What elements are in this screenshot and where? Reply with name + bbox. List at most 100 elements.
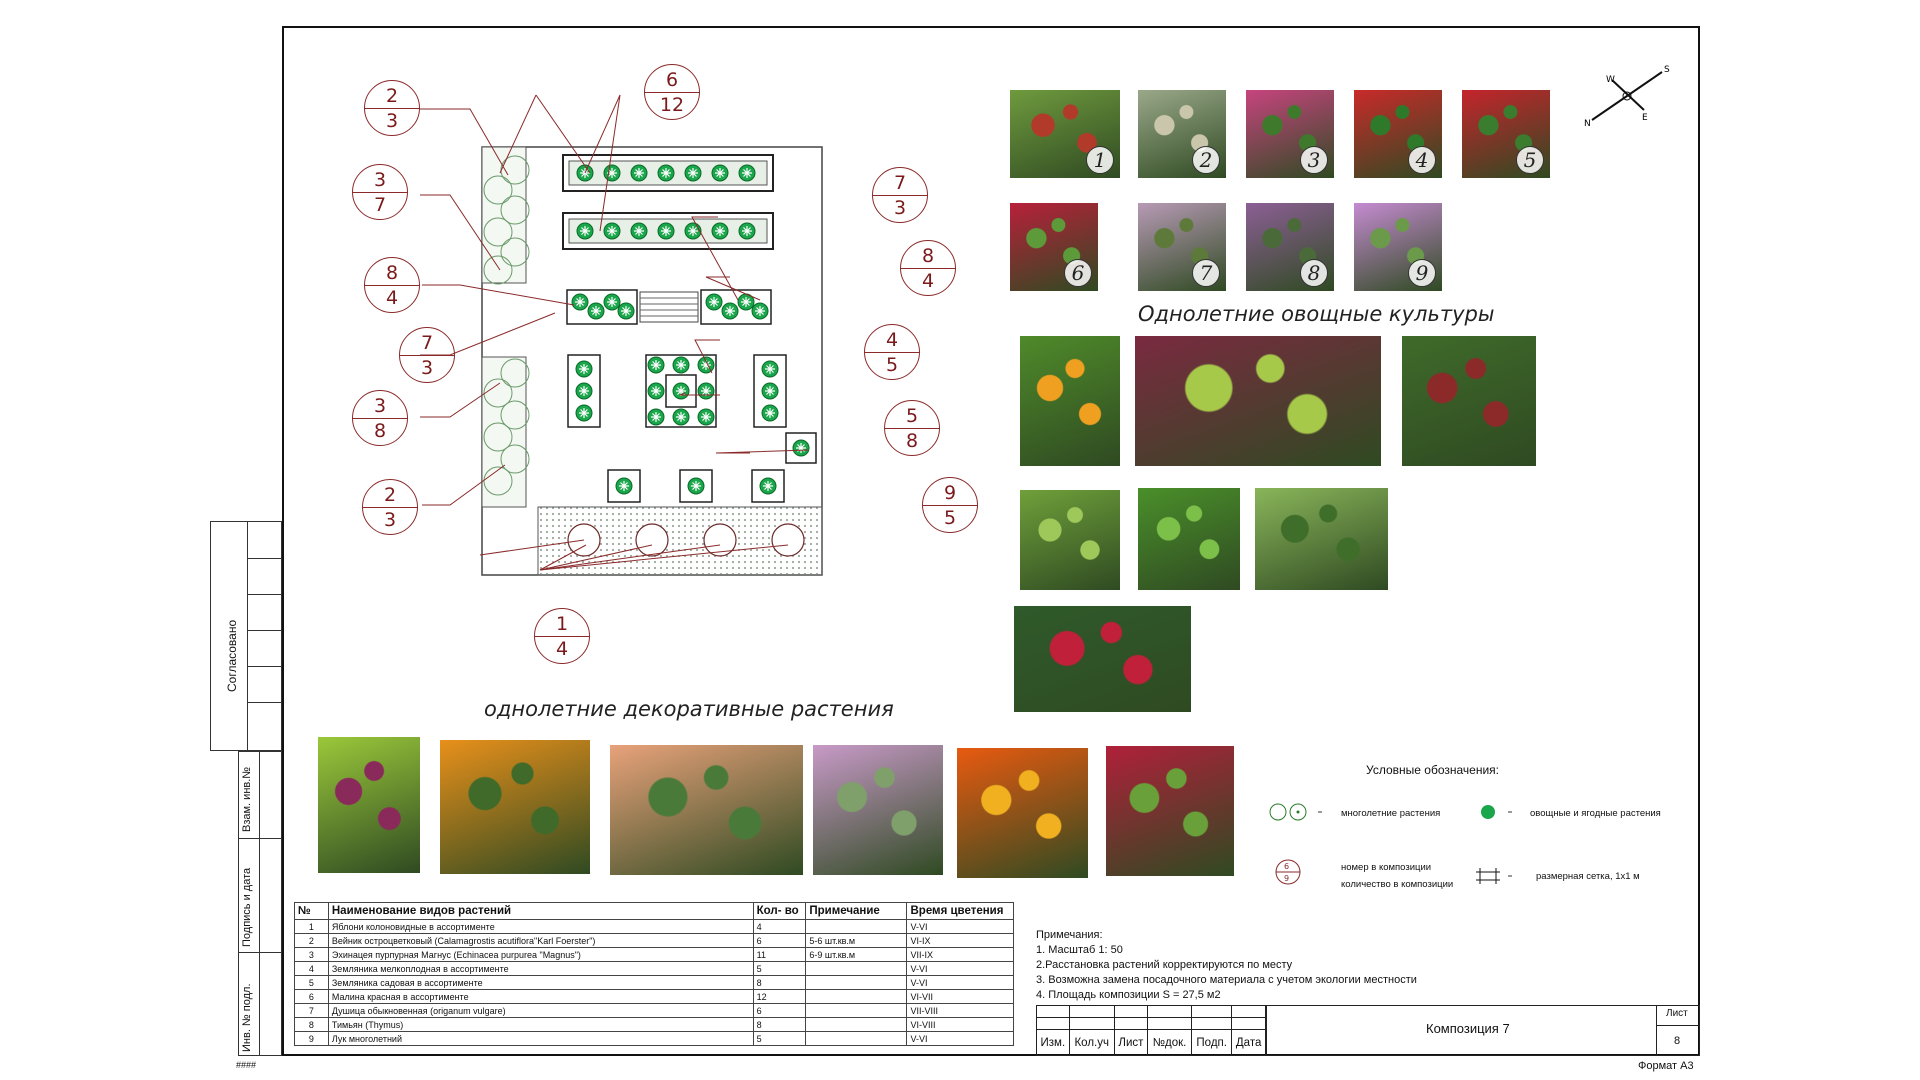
nasturtium-photo xyxy=(957,748,1088,878)
table-cell: Яблони колоновидные в ассортименте xyxy=(327,919,754,934)
stamp-column-label: Изм. xyxy=(1036,1029,1070,1056)
table-cell: 3 xyxy=(294,947,329,962)
perennial-symbol-icon xyxy=(1269,803,1322,821)
side-agreed-label: Согласовано xyxy=(225,619,239,692)
side-swap-label: Взам. инв.№ xyxy=(241,766,253,832)
compass-s: S xyxy=(1664,65,1670,75)
callout-count: 4 xyxy=(385,287,399,309)
ornamental-cabbage-photo xyxy=(813,745,943,875)
plant-photo: 7 xyxy=(1138,203,1226,291)
callout-count: 8 xyxy=(373,420,387,442)
plant-photo: 1 xyxy=(1010,90,1120,178)
callout-count: 3 xyxy=(893,197,907,219)
legend-title: Условные обозначения: xyxy=(1366,763,1499,777)
callout-number: 3 xyxy=(373,169,387,191)
callout-circle: 5 8 xyxy=(884,400,940,456)
compass-w: W xyxy=(1606,75,1615,85)
photo-number-label: 5 xyxy=(1516,146,1544,174)
table-cell: Душица обыкновенная (origanum vulgare) xyxy=(327,1003,754,1018)
table-header-cell: Время цветения xyxy=(906,902,1014,920)
coleus-pot-photo xyxy=(318,737,420,873)
photo-number-label: 9 xyxy=(1408,259,1436,287)
callout-count: 4 xyxy=(921,270,935,292)
table-cell: 4 xyxy=(752,919,807,934)
table-cell xyxy=(805,919,908,934)
table-header-cell: Наименование видов растений xyxy=(327,902,754,920)
callout-count: 5 xyxy=(943,507,957,529)
table-cell xyxy=(805,1003,908,1018)
table-cell: 5 xyxy=(752,1031,807,1046)
callout-number: 5 xyxy=(905,405,919,427)
table-cell: 2 xyxy=(294,933,329,948)
table-cell: 6 xyxy=(752,933,807,948)
callout-circle: 1 4 xyxy=(534,608,590,664)
callout-number: 7 xyxy=(893,172,907,194)
svg-text:6: 6 xyxy=(1284,862,1289,871)
table-cell: 6 xyxy=(294,989,329,1004)
garden-plan xyxy=(420,94,823,576)
callout-count: 4 xyxy=(555,638,569,660)
table-cell: VI-VII xyxy=(906,989,1014,1004)
table-cell: 7 xyxy=(294,1003,329,1018)
callout-circle: 2 3 xyxy=(364,80,420,136)
photo-number-label: 1 xyxy=(1086,146,1114,174)
note-line: 1. Масштаб 1: 50 xyxy=(1036,944,1123,956)
bench xyxy=(639,291,699,323)
table-cell: V-VI xyxy=(906,1031,1014,1046)
stamp-column-label: Дата xyxy=(1231,1029,1266,1056)
table-cell: Тимьян (Thymus) xyxy=(327,1017,754,1032)
perennial-strip-bottom xyxy=(481,356,527,508)
table-cell xyxy=(805,961,908,976)
basil-photo xyxy=(1020,490,1120,590)
table-cell: Вейник остроцветковый (Calamagrostis acu… xyxy=(327,933,754,948)
table-cell: 5 xyxy=(294,975,329,990)
parsley-photo xyxy=(1138,488,1240,590)
format-label: Формат А3 xyxy=(1638,1060,1694,1072)
table-cell: 8 xyxy=(752,975,807,990)
callout-number: 2 xyxy=(385,85,399,107)
sheet-number: 8 xyxy=(1674,1035,1681,1047)
table-cell: 9 xyxy=(294,1031,329,1046)
table-header-cell: Примечание xyxy=(805,902,908,920)
callout-count: 5 xyxy=(885,354,899,376)
vegetable-symbol-icon xyxy=(1481,805,1512,819)
table-cell: 6-9 шт.кв.м xyxy=(805,947,908,962)
plant-photo: 4 xyxy=(1354,90,1442,178)
table-cell: V-VI xyxy=(906,975,1014,990)
callout-number: 2 xyxy=(383,484,397,506)
legend-vegetable: овощные и ягодные растения xyxy=(1530,808,1661,819)
drawing-sheet xyxy=(210,8,1720,1078)
legend: Условные обозначения: многолетние растен… xyxy=(1266,758,1666,908)
hash-text: #### xyxy=(236,1060,257,1070)
callout-circle: 2 3 xyxy=(362,479,418,535)
composition-title: Композиция 7 xyxy=(1426,1021,1510,1036)
callout-count: 8 xyxy=(905,430,919,452)
side-inventory-block: Взам. инв.№ Подпись и дата Инв. № подл. xyxy=(238,751,282,1056)
table-cell: Земляника мелкоплодная в ассортименте xyxy=(327,961,754,976)
callout-circle: 7 3 xyxy=(872,167,928,223)
table-cell: VI-VIII xyxy=(906,1017,1014,1032)
lettuce-red-photo xyxy=(1135,336,1381,466)
svg-text:9: 9 xyxy=(1284,874,1289,883)
table-cell xyxy=(805,975,908,990)
table-cell: 1 xyxy=(294,919,329,934)
callout-count: 7 xyxy=(373,194,387,216)
drawing-frame xyxy=(282,26,1700,1056)
note-line: 4. Площадь композиции S = 27,5 м2 xyxy=(1036,989,1221,1001)
annual-vegetables-heading: Однолетние овощные культуры xyxy=(1138,302,1495,326)
table-cell xyxy=(805,989,908,1004)
plant-photo: 3 xyxy=(1246,90,1334,178)
note-line: Примечания: xyxy=(1036,929,1103,941)
sorrel-photo xyxy=(1402,336,1536,466)
callout-count: 3 xyxy=(385,110,399,132)
table-cell: 8 xyxy=(294,1017,329,1032)
note-line: 3. Возможна замена посадочного материала… xyxy=(1036,974,1417,986)
annual-decorative-heading: однолетние декоративные растения xyxy=(484,697,894,721)
callout-count: 3 xyxy=(420,357,434,379)
